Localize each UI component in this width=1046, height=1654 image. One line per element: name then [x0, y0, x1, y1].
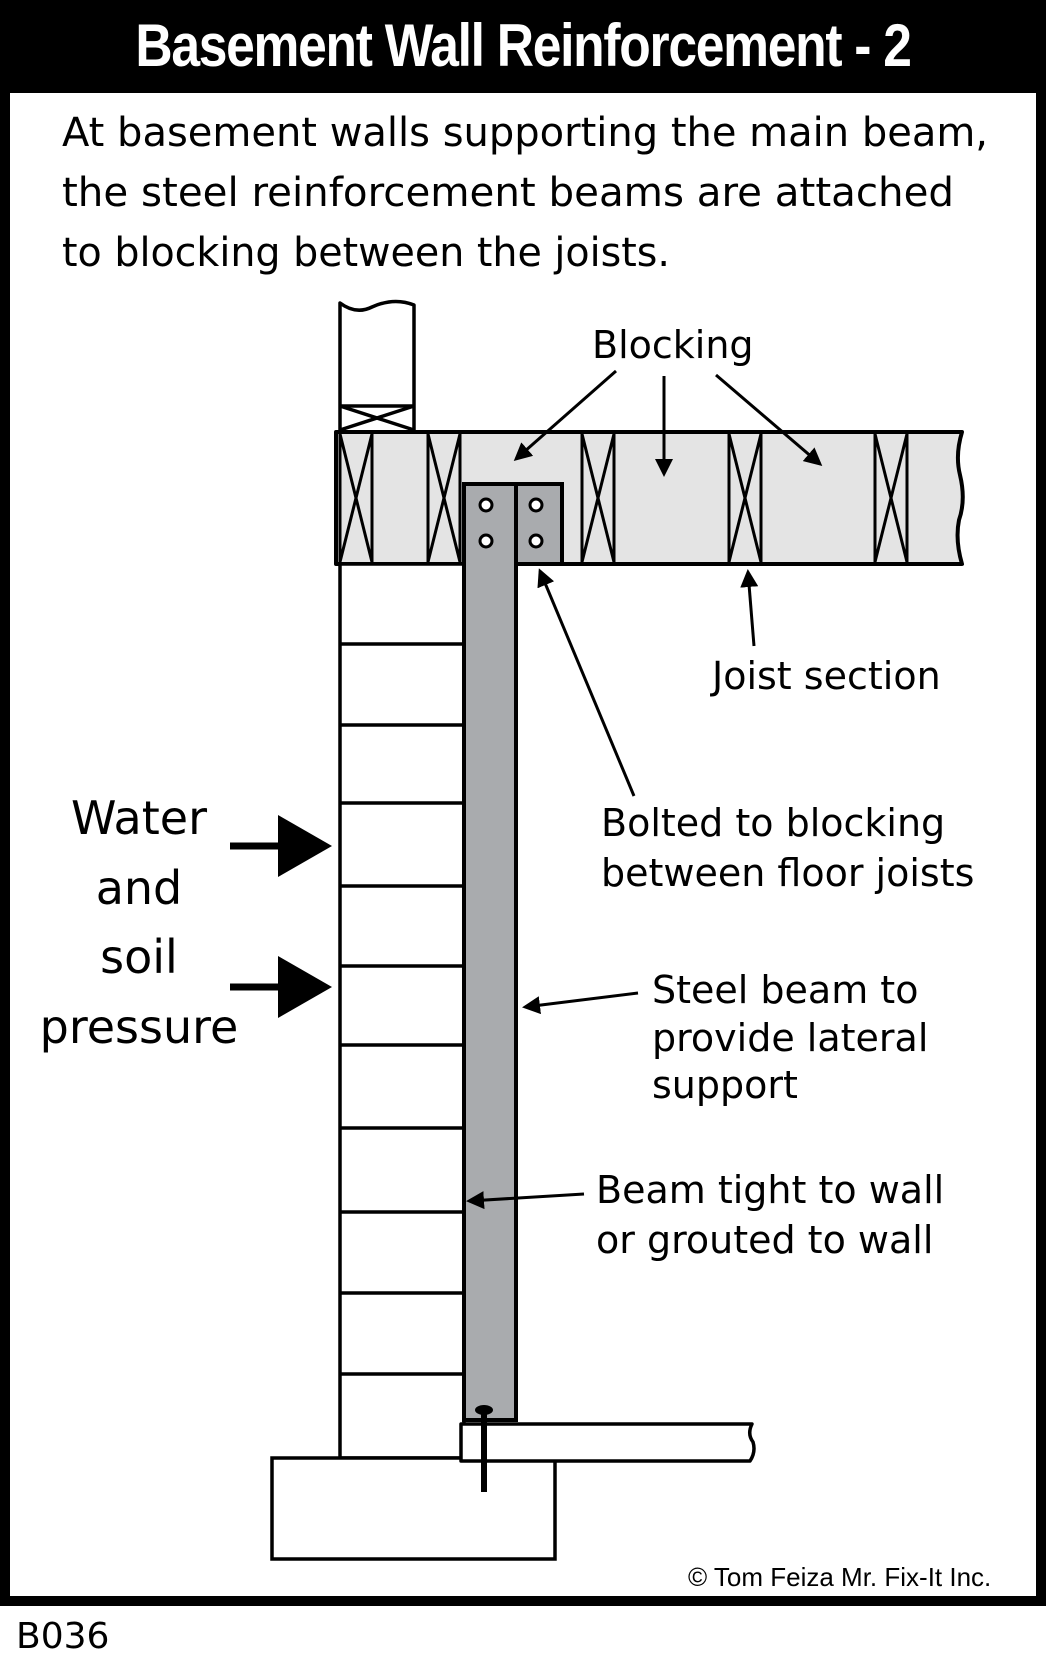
pressure-label-line: and — [96, 861, 183, 915]
bolted-label-line: Bolted to blocking — [601, 801, 945, 845]
pressure-label-line: soil — [100, 930, 178, 984]
steel-beam-label-line: provide lateral — [652, 1016, 928, 1060]
pressure-label: Water and soil pressure — [40, 791, 239, 1054]
diagram-title: Basement Wall Reinforcement - 2 — [135, 12, 912, 79]
footing — [270, 1456, 557, 1561]
description: At basement walls supporting the main be… — [62, 110, 988, 276]
pressure-label-line: pressure — [40, 1000, 239, 1054]
arrow-bolted — [537, 568, 636, 797]
arrow-beam-tight — [466, 1191, 585, 1210]
block-wall — [338, 562, 466, 1460]
bolt — [528, 533, 544, 549]
arrow-blocking-left — [513, 369, 617, 461]
joist-section — [334, 430, 965, 566]
blocking-marks — [338, 433, 909, 563]
floor-slab — [459, 1422, 756, 1463]
labels: Blocking Joist section Bolted to blockin… — [16, 323, 991, 1654]
pressure-label-line: Water — [71, 791, 207, 845]
beam-tight-label-line: Beam tight to wall — [596, 1168, 944, 1212]
title-bar: Basement Wall Reinforcement - 2 — [0, 0, 1046, 92]
blocking-block — [580, 433, 616, 563]
blocking-block — [338, 433, 374, 563]
blocking-block — [873, 433, 909, 563]
pressure-arrow — [230, 815, 332, 877]
bolt — [478, 533, 494, 549]
leader-arrows — [466, 369, 823, 1210]
bolted-label-line: between floor joists — [601, 851, 974, 895]
blocking-label: Blocking — [592, 323, 754, 367]
arrow-steel-beam — [522, 991, 639, 1015]
description-line: to blocking between the joists. — [62, 230, 670, 276]
bolts — [478, 497, 544, 549]
blocking-block — [727, 433, 763, 563]
description-line: the steel reinforcement beams are attach… — [62, 170, 954, 216]
joist-section-label: Joist section — [710, 654, 941, 698]
beam-tight-label-line: or grouted to wall — [596, 1218, 933, 1262]
copyright: © Tom Feiza Mr. Fix-It Inc. — [688, 1562, 991, 1592]
arrow-joist-section — [740, 569, 759, 647]
steel-beam-label-line: Steel beam to — [652, 968, 918, 1012]
page-frame — [0, 83, 1046, 1606]
pressure-arrows — [230, 815, 332, 1018]
steel-beam-label-line: support — [652, 1063, 798, 1107]
blocking-block — [426, 433, 462, 563]
wall-stud-above — [338, 299, 416, 432]
arrow-blocking-right — [715, 373, 823, 466]
bolt — [528, 497, 544, 513]
steel-beam — [462, 482, 518, 1422]
diagram-code: B036 — [16, 1616, 109, 1654]
description-line: At basement walls supporting the main be… — [62, 110, 988, 156]
pressure-arrow — [230, 956, 332, 1018]
bolt — [478, 497, 494, 513]
anchor-bolt — [475, 1405, 493, 1492]
beam-angle-plate — [514, 482, 564, 566]
